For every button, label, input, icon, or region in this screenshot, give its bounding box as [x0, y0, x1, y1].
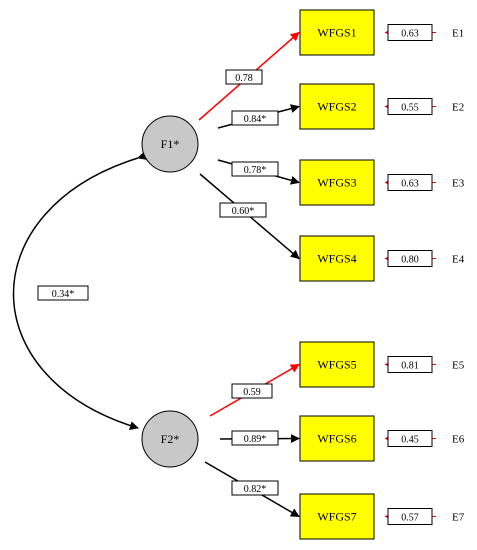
covariance-label: 0.34*	[37, 285, 89, 301]
svg-text:0.78: 0.78	[235, 73, 253, 84]
svg-text:WFGS6: WFGS6	[317, 432, 356, 446]
svg-text:0.78*: 0.78*	[244, 165, 267, 176]
svg-text:F2*: F2*	[161, 432, 180, 446]
loading-label-wfgs6: 0.89*	[231, 430, 279, 446]
svg-text:E2: E2	[452, 102, 464, 114]
svg-text:0.81: 0.81	[401, 361, 419, 372]
svg-text:WFGS3: WFGS3	[317, 176, 356, 190]
svg-text:0.57: 0.57	[401, 513, 419, 524]
svg-text:0.82*: 0.82*	[244, 484, 267, 495]
svg-text:WFGS4: WFGS4	[317, 252, 356, 266]
error-variance-e3: 0.63	[387, 174, 433, 191]
error-term-e5: E5	[452, 360, 465, 372]
error-term-e7: E7	[452, 512, 465, 524]
svg-text:0.80: 0.80	[401, 255, 419, 266]
latent-factor-f2: F2*	[141, 410, 199, 468]
svg-text:0.84*: 0.84*	[244, 114, 267, 125]
covariance-arrow-f1-f2	[12, 151, 148, 430]
svg-text:0.63: 0.63	[401, 29, 419, 40]
error-variance-e6: 0.45	[387, 430, 433, 447]
svg-text:0.45: 0.45	[401, 435, 419, 446]
svg-text:E1: E1	[452, 28, 464, 40]
error-variance-e4: 0.80	[387, 250, 433, 267]
loading-label-wfgs2: 0.84*	[231, 110, 279, 126]
svg-text:0.63: 0.63	[401, 179, 419, 190]
error-term-e1: E1	[452, 28, 464, 40]
indicator-wfgs7: WFGS7	[299, 493, 375, 540]
indicator-wfgs6: WFGS6	[299, 415, 375, 462]
svg-text:E4: E4	[452, 254, 465, 266]
indicator-wfgs2: WFGS2	[299, 83, 375, 130]
indicator-wfgs1: WFGS1	[299, 9, 375, 56]
svg-text:0.60*: 0.60*	[232, 206, 255, 217]
indicator-wfgs4: WFGS4	[299, 235, 375, 282]
indicator-wfgs3: WFGS3	[299, 159, 375, 206]
svg-text:F1*: F1*	[161, 137, 180, 151]
svg-text:0.34*: 0.34*	[52, 289, 75, 300]
loading-label-wfgs5: 0.59	[231, 383, 273, 399]
svg-text:E7: E7	[452, 512, 465, 524]
loading-label-wfgs1: 0.78	[225, 69, 263, 85]
error-variance-e7: 0.57	[387, 508, 433, 525]
error-variance-e2: 0.55	[387, 98, 433, 115]
loading-label-wfgs3: 0.78*	[231, 161, 279, 177]
loading-label-wfgs7: 0.82*	[231, 480, 279, 496]
svg-text:0.55: 0.55	[401, 103, 419, 114]
error-term-e2: E2	[452, 102, 464, 114]
error-term-e4: E4	[452, 254, 465, 266]
error-variance-e1: 0.63	[387, 24, 433, 41]
error-term-e3: E3	[452, 178, 465, 190]
svg-text:WFGS1: WFGS1	[317, 26, 356, 40]
latent-factor-f1: F1*	[141, 115, 199, 173]
svg-text:WFGS7: WFGS7	[317, 510, 356, 524]
loading-label-wfgs4: 0.60*	[219, 202, 267, 218]
svg-text:WFGS5: WFGS5	[317, 358, 356, 372]
svg-text:E3: E3	[452, 178, 465, 190]
svg-text:E5: E5	[452, 360, 465, 372]
error-term-e6: E6	[452, 434, 465, 446]
svg-text:0.59: 0.59	[243, 387, 261, 398]
svg-text:WFGS2: WFGS2	[317, 100, 356, 114]
svg-text:0.89*: 0.89*	[244, 434, 267, 445]
svg-text:E6: E6	[452, 434, 465, 446]
indicator-wfgs5: WFGS5	[299, 341, 375, 388]
error-variance-e5: 0.81	[387, 356, 433, 373]
